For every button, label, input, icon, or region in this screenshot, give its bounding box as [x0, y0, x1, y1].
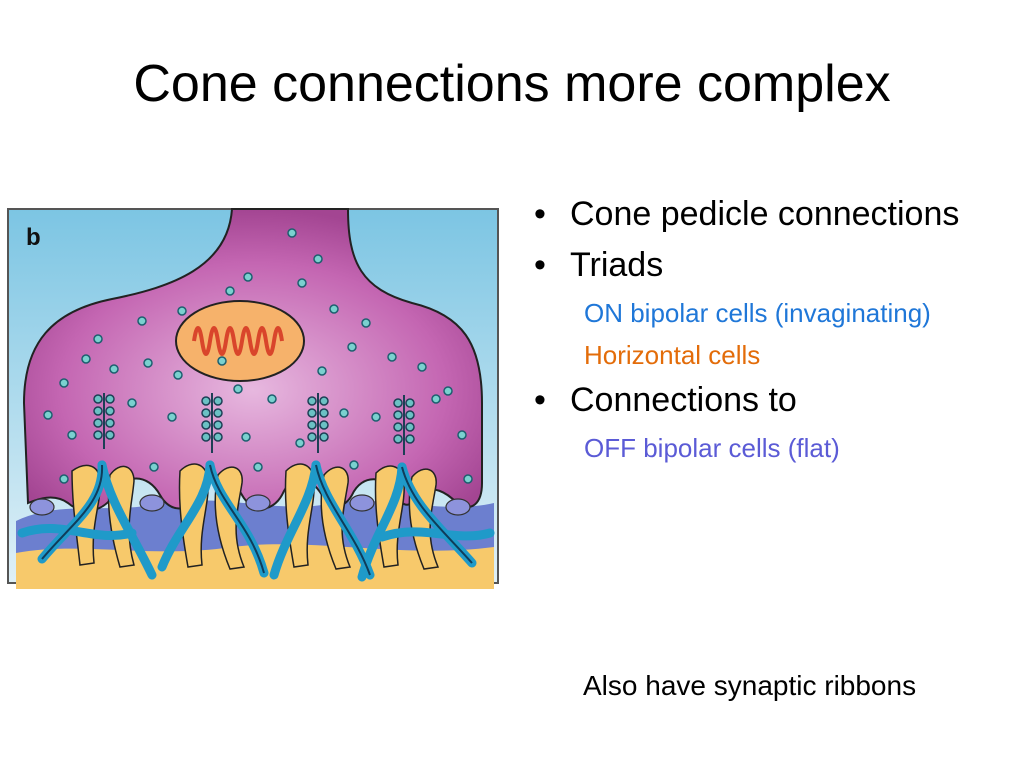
synaptic-ribbons-note: Also have synaptic ribbons	[583, 670, 917, 701]
bullet-triads: • Triads	[528, 243, 1018, 288]
bullet-text: Triads	[570, 246, 664, 284]
mitochondrion-cristae	[192, 326, 284, 356]
cone-pedicle-illustration: b	[2, 203, 504, 589]
cone-pedicle-svg: b	[2, 203, 504, 589]
bullet-icon: •	[534, 381, 546, 419]
sub-bullet-off-bipolar: OFF bipolar cells (flat)	[584, 433, 840, 463]
synaptic-ribbons	[93, 393, 415, 455]
bullet-icon: •	[534, 246, 546, 284]
bullet-list: • Cone pedicle connections • Triads ON b…	[528, 186, 1018, 465]
bullet-connections: • Connections to	[528, 378, 1018, 423]
bullet-icon: •	[534, 195, 546, 233]
lower-dendrite-layer	[16, 544, 494, 589]
figure-label: b	[26, 224, 41, 251]
on-bipolar-dendrite-outline	[41, 464, 473, 576]
synaptic-vesicles	[43, 228, 473, 484]
bullet-text: Cone pedicle connections	[570, 195, 960, 233]
off-bipolar-contacts	[29, 494, 471, 516]
sub-bullet-on-bipolar: ON bipolar cells (invaginating)	[584, 298, 931, 328]
slide-title: Cone connections more complex	[133, 55, 891, 113]
bullet-cone-pedicle: • Cone pedicle connections	[528, 192, 1018, 237]
sub-bullet-horizontal: Horizontal cells	[584, 340, 761, 370]
bullet-text: Connections to	[570, 381, 797, 419]
